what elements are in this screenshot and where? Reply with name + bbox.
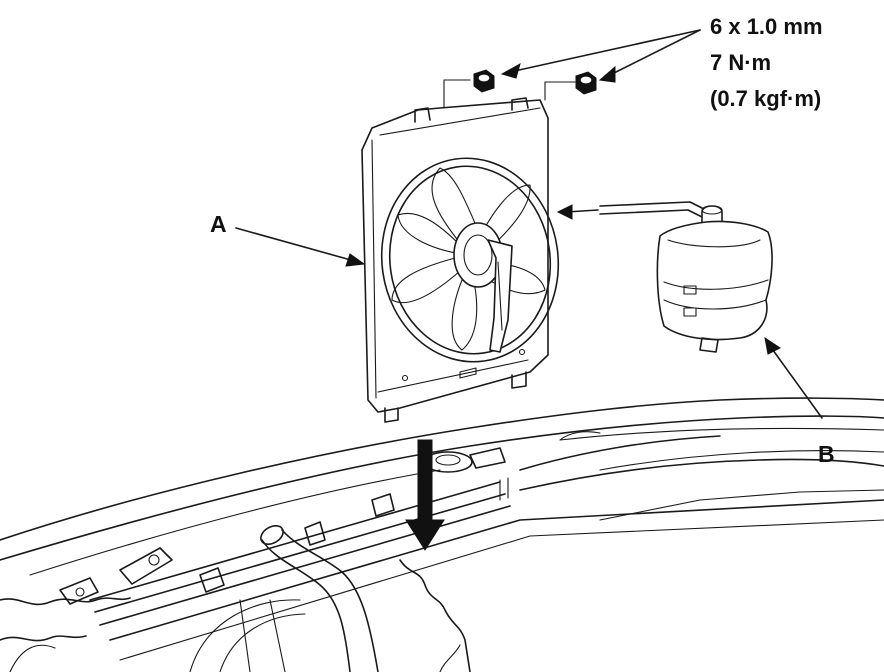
hose-pointer-arrow [556, 204, 599, 220]
spec-arrows [500, 29, 701, 83]
torque-kgf-label: (0.7 kgf·m) [710, 86, 821, 111]
mounting-bolt-left [473, 69, 495, 93]
bolt-leader-left [443, 79, 471, 109]
bolt-size-label: 6 x 1.0 mm [710, 14, 823, 39]
coolant-reservoir [599, 201, 773, 353]
radiator-support-assembly [0, 397, 884, 672]
torque-nm-label: 7 N·m [710, 50, 771, 75]
callout-b-leader [764, 336, 823, 419]
mounting-bolt-right [575, 71, 597, 95]
callout-b-label: B [818, 441, 835, 467]
callout-a-leader [235, 227, 366, 267]
bolt-leader-right [544, 81, 576, 101]
removal-direction-arrow [405, 439, 445, 551]
fan-shroud-assembly [361, 97, 560, 423]
callout-a-label: A [210, 211, 227, 237]
